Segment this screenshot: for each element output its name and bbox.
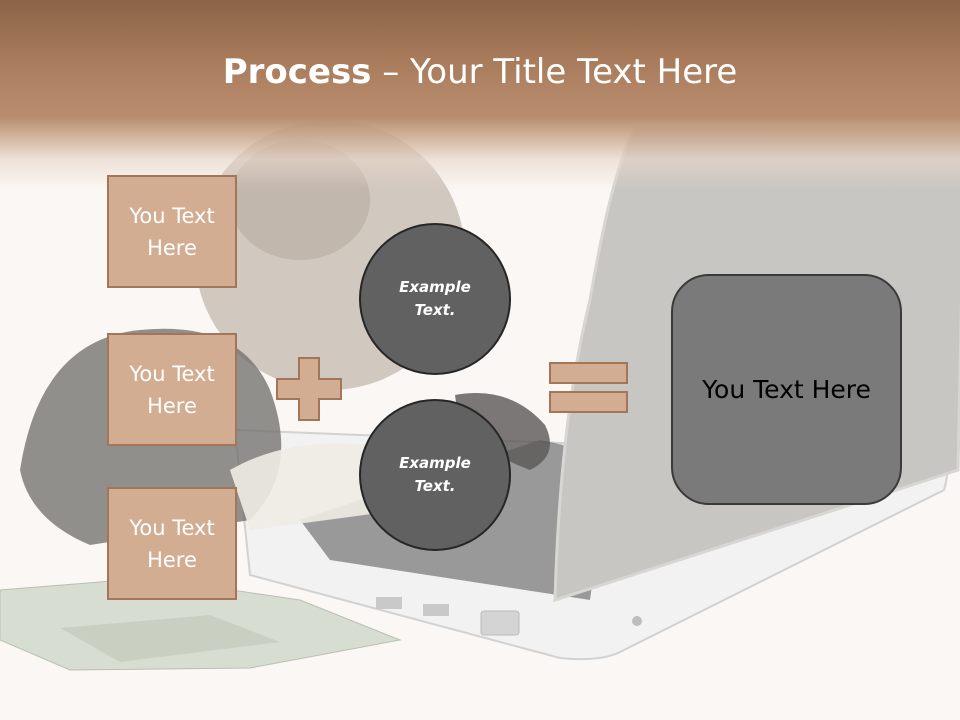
text-box-3: You Text Here [107, 487, 237, 600]
text-box-2: You Text Here [107, 333, 237, 446]
vga-port [480, 610, 520, 636]
example-circle-1: Example Text. [359, 223, 511, 375]
title-bold: Process [222, 52, 372, 92]
usb-port [423, 604, 449, 616]
result-label: You Text Here [702, 375, 871, 404]
text-box-1: You Text Here [107, 175, 237, 288]
header-band [0, 0, 960, 190]
circle-label: Example Text. [399, 278, 471, 319]
text-box-label: You Text Here [129, 515, 215, 572]
equals-icon [549, 362, 628, 413]
title-rest: – Your Title Text Here [371, 52, 738, 92]
example-circle-2: Example Text. [359, 399, 511, 551]
usb-port [376, 597, 402, 609]
result-box: You Text Here [671, 274, 902, 505]
slide-title: Process – Your Title Text Here [0, 52, 960, 92]
plus-icon [276, 357, 342, 421]
text-box-label: You Text Here [129, 361, 215, 418]
circle-label: Example Text. [399, 454, 471, 495]
text-box-label: You Text Here [129, 203, 215, 260]
